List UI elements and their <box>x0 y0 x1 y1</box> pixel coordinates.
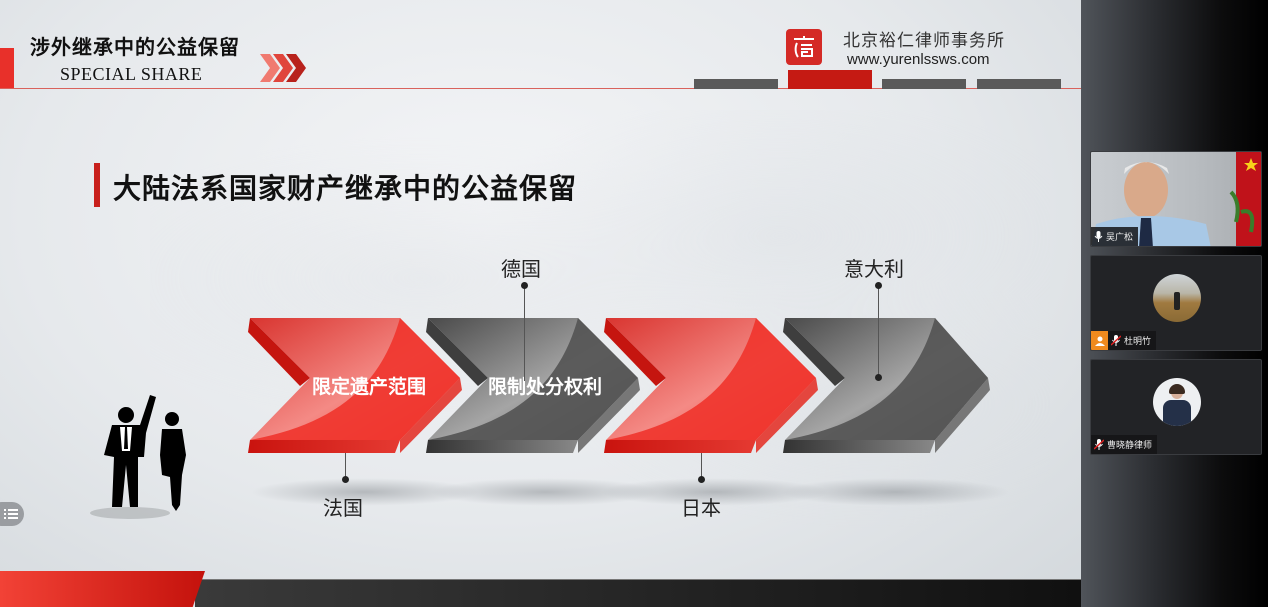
participant-avatar <box>1153 378 1201 426</box>
step-1-shape <box>248 318 462 453</box>
nav-tab-4 <box>977 79 1061 89</box>
pin-dot-germany <box>521 282 528 289</box>
firm-logo-icon <box>786 29 822 65</box>
participant-avatar <box>1153 274 1201 322</box>
participant-name: 曹晓静律师 <box>1107 441 1153 451</box>
step-2-shape <box>426 318 640 453</box>
participant-name-tag: 杜明竹 <box>1091 331 1157 350</box>
section-title: 大陆法系国家财产继承中的公益保留 <box>113 172 578 205</box>
process-chevrons <box>248 318 990 453</box>
footer-red-bar <box>0 571 205 607</box>
footer-dark-bar <box>195 579 1081 607</box>
participant-tile[interactable]: 吴广松 <box>1090 151 1262 247</box>
header-divider <box>0 88 1081 89</box>
pin-dot-italy-end <box>875 374 882 381</box>
host-badge-icon <box>1091 331 1108 350</box>
participant-tile[interactable]: 杜明竹 <box>1090 255 1262 351</box>
pin-line-france <box>345 453 346 478</box>
pin-line-italy <box>878 286 879 378</box>
list-icon <box>4 509 18 519</box>
floor-shadow <box>250 478 480 506</box>
country-germany: 德国 <box>501 257 541 281</box>
chevrons-icon <box>260 54 306 82</box>
slide-header-title: 涉外继承中的公益保留 <box>30 35 240 59</box>
pin-dot-japan <box>698 476 705 483</box>
nav-tab-2-active <box>788 70 872 89</box>
nav-tab-3 <box>882 79 966 89</box>
presentation-slide: 涉外继承中的公益保留 SPECIAL SHARE 北京裕仁律师事务所 www.y… <box>0 0 1081 607</box>
header-accent-block <box>0 48 14 88</box>
participant-name-tag: 吴广松 <box>1091 227 1139 246</box>
nav-tab-1 <box>694 79 778 89</box>
participants-panel: 吴广松 杜明竹 曹晓静律师 <box>1081 0 1268 607</box>
floor-shadow <box>780 478 1010 506</box>
firm-url: www.yurenlssws.com <box>847 51 990 68</box>
slide-header-subtitle: SPECIAL SHARE <box>60 64 203 84</box>
step-2-label: 限制处分权利 <box>488 376 603 398</box>
mic-muted-icon <box>1094 439 1104 450</box>
country-japan: 日本 <box>681 496 721 520</box>
step-3-shape <box>604 318 818 453</box>
step-4-shape <box>783 318 990 453</box>
country-italy: 意大利 <box>844 257 904 281</box>
mic-icon <box>1094 231 1103 242</box>
participant-name-tag: 曹晓静律师 <box>1091 435 1158 454</box>
firm-name: 北京裕仁律师事务所 <box>843 31 1005 51</box>
section-accent-bar <box>94 163 100 207</box>
pin-line-germany <box>524 286 525 381</box>
floor-shadow <box>430 478 660 506</box>
pin-dot-italy <box>875 282 882 289</box>
participant-name: 杜明竹 <box>1124 337 1152 347</box>
business-people-silhouette-icon <box>90 395 186 519</box>
slide-list-button[interactable] <box>0 502 24 526</box>
participant-name: 吴广松 <box>1106 233 1134 243</box>
country-france: 法国 <box>323 496 363 520</box>
participant-tile[interactable]: 曹晓静律师 <box>1090 359 1262 455</box>
pin-line-japan <box>701 453 702 478</box>
step-1-label: 限定遗产范围 <box>312 376 427 398</box>
floor-shadow <box>600 478 830 506</box>
pin-dot-france <box>342 476 349 483</box>
mic-muted-icon <box>1111 335 1121 346</box>
